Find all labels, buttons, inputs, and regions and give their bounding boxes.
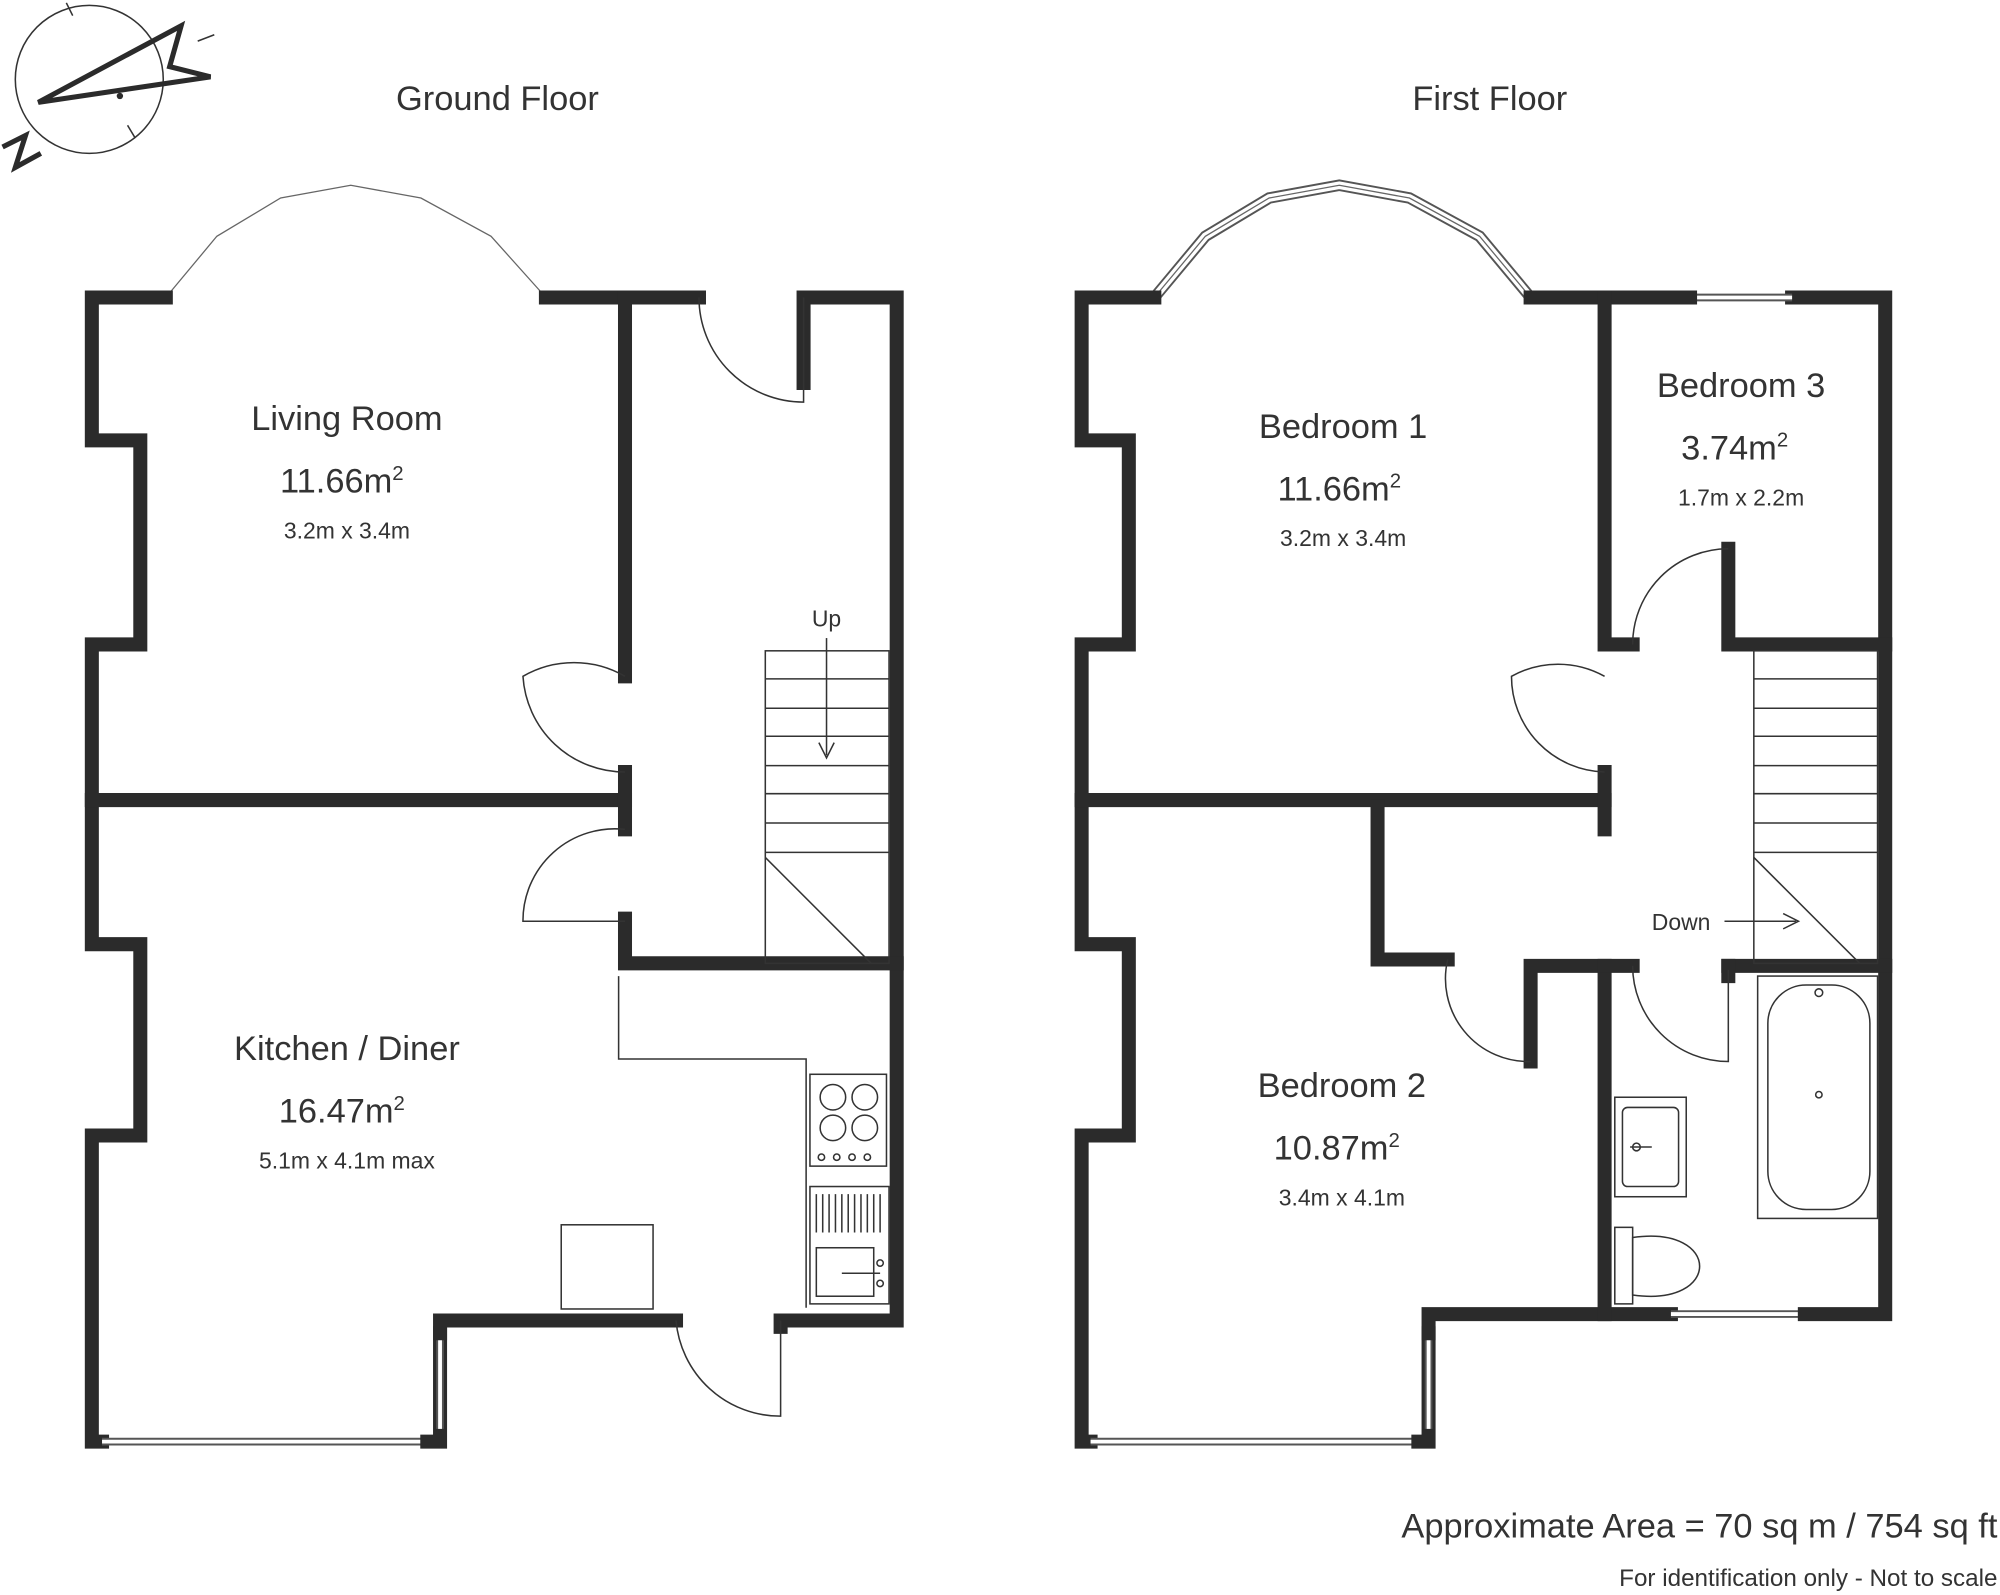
room-area: 11.66m: [1277, 470, 1389, 508]
total-area: Approximate Area = 70 sq m / 754 sq ft: [1401, 1507, 1997, 1545]
room-name: Bedroom 1: [1259, 408, 1427, 446]
room-bedroom-2: Bedroom 2 10.87m2 3.4m x 4.1m: [1258, 1067, 1426, 1210]
disclaimer: For identification only - Not to scale: [1619, 1565, 1997, 1592]
room-area: 16.47m: [279, 1093, 394, 1131]
table-icon: [560, 1224, 654, 1310]
room-name: Bedroom 2: [1258, 1067, 1426, 1105]
stairs-up-label: Up: [812, 606, 841, 632]
area-superscript: 2: [394, 1093, 405, 1115]
svg-text:3.74m2: 3.74m2: [1681, 429, 1788, 467]
ground-floor-plan: Up: [84, 181, 904, 1449]
room-name: Kitchen / Diner: [234, 1030, 460, 1068]
room-dimensions: 3.2m x 3.4m: [284, 518, 410, 544]
ground-stairs: [764, 638, 890, 965]
toilet-icon: [1614, 1226, 1701, 1305]
area-superscript: 2: [1388, 1130, 1399, 1152]
area-superscript: 2: [392, 463, 403, 485]
first-floor-stairs: [1724, 650, 1879, 965]
north-label: [1, 130, 43, 173]
first-floor-title: First Floor: [1412, 80, 1567, 118]
room-dimensions: 1.7m x 2.2m: [1678, 484, 1804, 510]
room-dimensions: 3.2m x 3.4m: [1280, 525, 1406, 551]
ground-floor-title: Ground Floor: [396, 80, 599, 118]
room-area: 10.87m: [1274, 1130, 1389, 1168]
first-floor-plan: Down: [1074, 179, 1893, 1449]
stairs-down-label: Down: [1652, 909, 1711, 935]
kitchen-sink-icon: [809, 1185, 890, 1305]
north-arrow-icon: [1, 2, 215, 173]
svg-text:10.87m2: 10.87m2: [1274, 1130, 1400, 1168]
room-name: Living Room: [251, 400, 442, 438]
room-bedroom-3: Bedroom 3 3.74m2 1.7m x 2.2m: [1657, 367, 1825, 510]
hob-icon: [809, 1073, 888, 1167]
room-name: Bedroom 3: [1657, 367, 1825, 405]
area-superscript: 2: [1390, 471, 1401, 493]
room-kitchen-diner: Kitchen / Diner 16.47m2 5.1m x 4.1m max: [234, 1030, 460, 1173]
room-bedroom-1: Bedroom 1 11.66m2 3.2m x 3.4m: [1259, 408, 1427, 551]
room-dimensions: 5.1m x 4.1m max: [259, 1148, 435, 1174]
room-area: 11.66m: [280, 463, 392, 501]
bathtub-icon: [1756, 975, 1879, 1220]
svg-text:16.47m2: 16.47m2: [279, 1093, 405, 1131]
room-dimensions: 3.4m x 4.1m: [1279, 1185, 1405, 1211]
area-superscript: 2: [1777, 430, 1788, 452]
room-area: 3.74m: [1681, 429, 1777, 467]
svg-text:11.66m2: 11.66m2: [280, 463, 404, 501]
room-living-room: Living Room 11.66m2 3.2m x 3.4m: [251, 400, 442, 543]
svg-text:11.66m2: 11.66m2: [1277, 470, 1401, 508]
washbasin-icon: [1614, 1096, 1687, 1198]
